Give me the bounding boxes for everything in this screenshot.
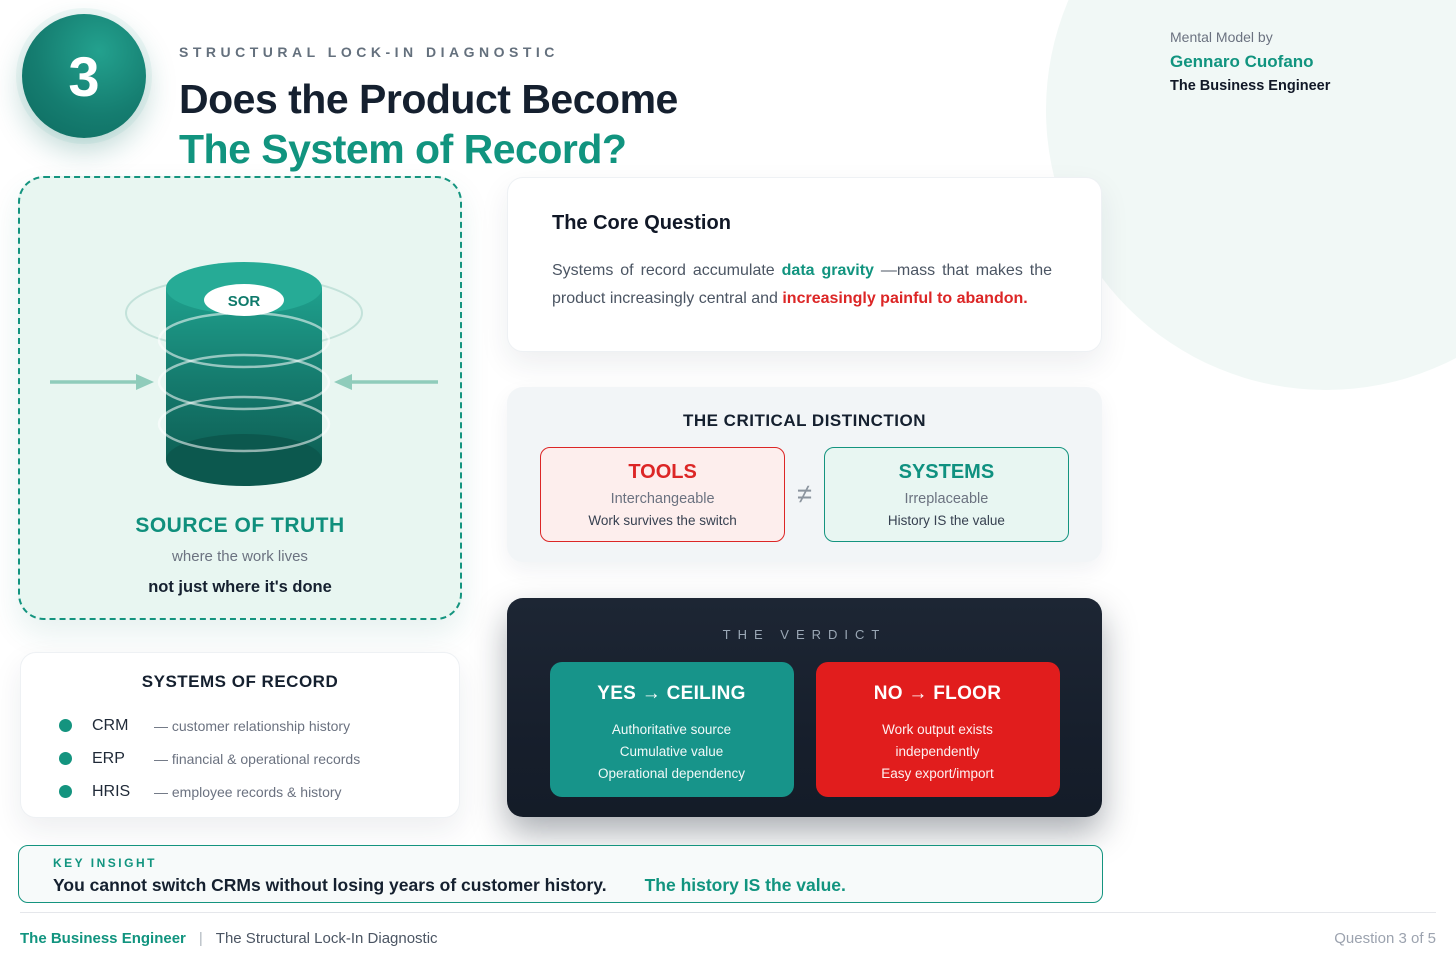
footer-brand: The Business Engineer — [20, 930, 186, 947]
page-title-line2: The System of Record? — [179, 126, 627, 172]
systems-box: SYSTEMS Irreplaceable History IS the val… — [823, 447, 1069, 542]
list-item: CRM — customer relationship history — [21, 709, 459, 742]
attribution-block: Mental Model by Gennaro Cuofano The Busi… — [1170, 29, 1330, 94]
systems-of-record-card: SYSTEMS OF RECORD CRM — customer relatio… — [20, 652, 460, 818]
key-insight-banner: KEY INSIGHT You cannot switch CRMs witho… — [18, 845, 1103, 903]
footer: The Business Engineer | The Structural L… — [20, 930, 1436, 947]
bullet-dot-icon — [59, 719, 72, 732]
data-ring-icon — [157, 353, 331, 411]
sor-description: — financial & operational records — [154, 750, 361, 767]
verdict-no-box: NO → FLOOR Work output exists independen… — [815, 662, 1060, 797]
core-question-text-before: Systems of record accumulate — [552, 262, 782, 279]
core-question-text-middle: —mass that makes the product increasingl… — [552, 262, 1053, 307]
sor-description: — employee records & history — [154, 783, 342, 800]
systems-of-record-title: SYSTEMS OF RECORD — [141, 672, 339, 691]
systems-line1: Irreplaceable — [904, 491, 989, 507]
core-question-card: The Core Question Systems of record accu… — [507, 177, 1102, 352]
footer-page-indicator: Question 3 of 5 — [1334, 930, 1436, 947]
verdict-no-line: independently — [895, 744, 980, 759]
tools-title: TOOLS — [628, 461, 697, 483]
attribution-label: Mental Model by — [1170, 29, 1273, 45]
critical-distinction-title: THE CRITICAL DISTINCTION — [682, 411, 927, 430]
verdict-yes-title: YES → CEILING — [597, 683, 746, 704]
critical-distinction-row: TOOLS Interchangeable Work survives the … — [507, 447, 1102, 542]
core-question-highlight-teal: data gravity — [781, 262, 874, 279]
source-of-truth-panel: SOR SOURCE OF TRUTH where the work lives… — [18, 176, 462, 620]
systems-of-record-list: CRM — customer relationship history ERP … — [21, 709, 459, 808]
tools-box: TOOLS Interchangeable Work survives the … — [540, 447, 786, 542]
database-cylinder-icon: SOR — [22, 210, 462, 510]
step-number: 3 — [68, 44, 100, 108]
sor-description: — customer relationship history — [154, 717, 351, 734]
data-ring-icon — [157, 395, 331, 453]
source-panel-emphasis: not just where it's done — [148, 578, 332, 596]
verdict-yes-line: Operational dependency — [597, 766, 746, 781]
inward-arrow-right-icon — [334, 374, 438, 390]
systems-line2: History IS the value — [887, 513, 1005, 528]
source-panel-title: SOURCE OF TRUTH — [135, 514, 345, 537]
sor-acronym: HRIS — [92, 782, 131, 800]
systems-title: SYSTEMS — [898, 461, 995, 483]
sor-acronym: ERP — [92, 749, 125, 767]
tools-line1: Interchangeable — [610, 491, 715, 507]
eyebrow-label: STRUCTURAL LOCK-IN DIAGNOSTIC — [179, 44, 559, 60]
verdict-card: THE VERDICT YES → CEILING Authoritative … — [507, 598, 1102, 817]
source-panel-subtitle: where the work lives — [172, 548, 308, 565]
verdict-row: YES → CEILING Authoritative source Cumul… — [507, 662, 1102, 797]
attribution-brand: The Business Engineer — [1170, 78, 1331, 94]
critical-distinction-card: THE CRITICAL DISTINCTION TOOLS Interchan… — [507, 387, 1102, 562]
bullet-dot-icon — [59, 785, 72, 798]
key-insight-highlight: The history IS the value. — [644, 875, 846, 895]
verdict-no-title: NO → FLOOR — [873, 683, 1002, 704]
verdict-title: THE VERDICT — [722, 627, 887, 642]
bullet-dot-icon — [59, 752, 72, 765]
list-item: HRIS — employee records & history — [21, 775, 459, 808]
tools-line2: Work survives the switch — [588, 513, 737, 528]
sor-badge — [204, 284, 284, 316]
inward-arrow-left-icon — [50, 374, 154, 390]
core-question-title: The Core Question — [552, 212, 731, 234]
attribution-author: Gennaro Cuofano — [1170, 52, 1314, 71]
not-equal-icon: ≠ — [797, 479, 812, 509]
key-insight-text: You cannot switch CRMs without losing ye… — [53, 875, 1102, 896]
list-item: ERP — financial & operational records — [21, 742, 459, 775]
footer-divider — [20, 912, 1436, 913]
step-number-badge: 3 — [22, 14, 146, 138]
verdict-no-line: Easy export/import — [881, 766, 994, 781]
verdict-yes-line: Authoritative source — [611, 722, 732, 737]
key-insight-sentence: You cannot switch CRMs without losing ye… — [53, 875, 607, 895]
verdict-yes-line: Cumulative value — [619, 744, 724, 759]
footer-title: The Structural Lock-In Diagnostic — [215, 930, 438, 947]
header: STRUCTURAL LOCK-IN DIAGNOSTIC Does the P… — [179, 44, 678, 174]
footer-separator: | — [198, 930, 203, 947]
verdict-yes-box: YES → CEILING Authoritative source Cumul… — [549, 662, 794, 797]
sor-acronym: CRM — [92, 716, 129, 734]
key-insight-label: KEY INSIGHT — [53, 856, 157, 870]
page-title-line1: Does the Product Become — [179, 76, 678, 122]
core-question-body: Systems of record accumulate data gravit… — [552, 257, 1052, 312]
verdict-no-line: Work output exists — [882, 722, 993, 737]
sor-badge-label: SOR — [228, 293, 261, 310]
core-question-highlight-red: increasingly painful to abandon. — [782, 289, 1028, 307]
